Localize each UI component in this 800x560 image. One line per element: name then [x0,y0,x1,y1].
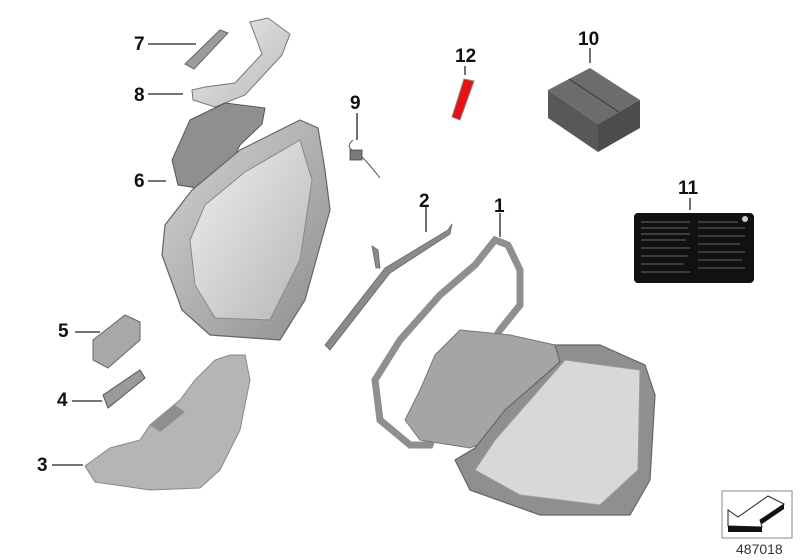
part-8-carry-handle[interactable] [191,17,291,108]
part-3-side-cover[interactable] [84,354,251,491]
callout-11: 11 [678,178,699,199]
callout-4: 4 [57,390,68,411]
callout-2: 2 [419,191,430,212]
part-11-information-label[interactable] [634,213,754,283]
part-6-case-shell[interactable] [161,119,331,341]
part-7-handle-cover[interactable] [184,29,229,70]
part-9-cable-connector[interactable] [348,139,381,179]
callout-7: 7 [134,34,145,55]
part-1-case-liner[interactable] [371,235,656,516]
callout-6: 6 [134,171,145,192]
callout-12: 12 [455,46,477,67]
leader-lines [52,43,691,466]
callout-3: 3 [37,455,48,476]
part-12-red-reflector[interactable] [451,78,475,121]
callout-5: 5 [58,321,69,342]
callout-8: 8 [134,85,145,106]
part-5-mounting-bracket[interactable] [92,314,141,369]
part-2-strap[interactable] [324,223,453,351]
callout-9: 9 [350,93,361,114]
part-10-box[interactable] [548,68,640,152]
callout-1: 1 [494,196,505,217]
callout-10: 10 [578,29,600,50]
reference-arrow-box [721,490,793,539]
reference-code: 487018 [736,541,783,557]
part-4-latch-insert[interactable] [102,369,146,409]
